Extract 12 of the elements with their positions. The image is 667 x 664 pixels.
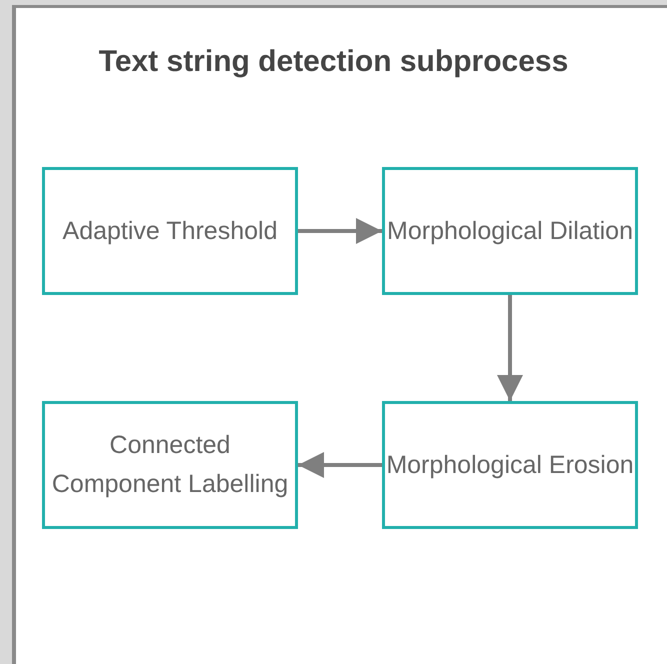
arrow bbox=[298, 218, 382, 244]
process-box bbox=[382, 401, 638, 529]
diagram-title: Text string detection subprocess bbox=[98, 45, 570, 79]
process-box bbox=[382, 167, 638, 295]
process-box bbox=[42, 401, 298, 529]
box-label: Adaptive Threshold bbox=[62, 216, 278, 246]
process-box bbox=[42, 167, 298, 295]
box-label: Morphological Erosion bbox=[386, 450, 634, 480]
arrow bbox=[298, 452, 382, 478]
arrow bbox=[497, 295, 523, 401]
box-label: Morphological Dilation bbox=[387, 216, 633, 246]
box-label: Connected Component Labelling bbox=[50, 430, 290, 500]
